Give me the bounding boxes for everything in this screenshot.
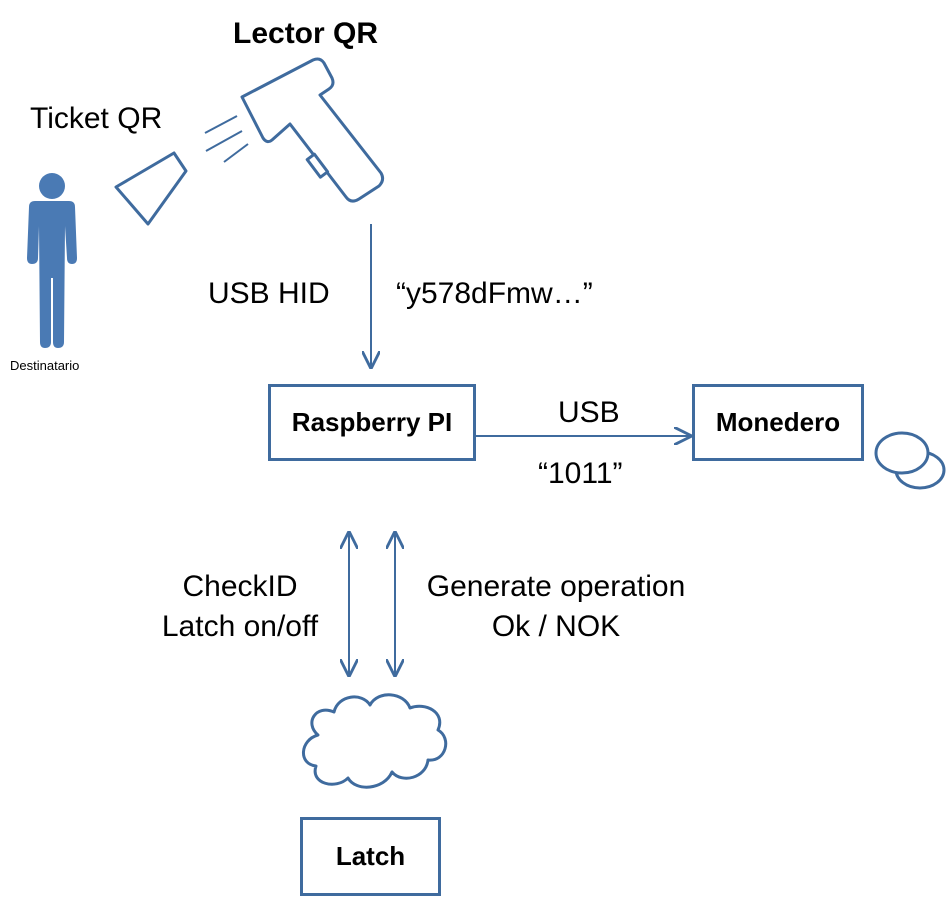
coins-icon <box>874 431 946 490</box>
raspberry-box: Raspberry PI <box>268 384 476 461</box>
qr-ticket-icon <box>114 151 188 226</box>
checkid-label: CheckID <box>182 570 298 603</box>
monedero-label: Monedero <box>715 407 841 437</box>
scanner-icon <box>240 57 385 203</box>
page-title: Lector QR <box>233 17 379 50</box>
latch-onoff-label: Latch on/off <box>161 610 319 643</box>
usb-hid-label: USB HID <box>208 277 330 310</box>
person-label: Destinatario <box>10 358 80 373</box>
latch-label: Latch <box>335 841 406 871</box>
ticket-label: Ticket QR <box>30 102 163 135</box>
payload-label: “y578dFmw…” <box>396 277 593 310</box>
code-label: “1011” <box>538 457 623 490</box>
person-icon <box>27 173 77 348</box>
scan-beam <box>204 115 249 163</box>
left-link-label: CheckID Latch on/off <box>150 572 330 642</box>
usb-label: USB <box>558 396 620 429</box>
monedero-box: Monedero <box>692 384 864 461</box>
generate-operation-label: Generate operation <box>426 570 686 603</box>
latch-box: Latch <box>300 817 441 896</box>
cloud-icon <box>302 693 448 789</box>
raspberry-label: Raspberry PI <box>291 407 453 437</box>
ok-nok-label: Ok / NOK <box>491 610 621 643</box>
right-link-label: Generate operation Ok / NOK <box>410 572 702 642</box>
